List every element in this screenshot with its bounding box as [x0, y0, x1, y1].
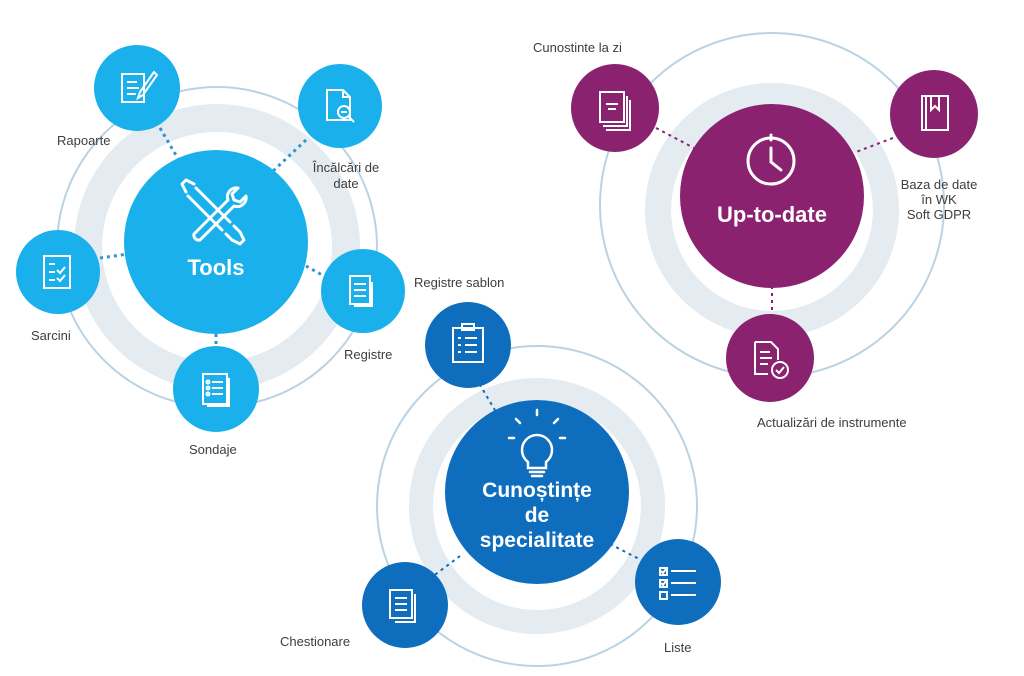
tools-sat-sondaje	[173, 346, 259, 432]
label-liste: Liste	[664, 640, 692, 655]
tools-icon	[180, 178, 248, 246]
tools-sat-sarcini	[16, 230, 100, 314]
tools-connectors	[99, 127, 325, 352]
expertise-cluster	[362, 302, 721, 667]
expertise-band	[409, 378, 665, 634]
clipboard-list-icon	[452, 323, 484, 363]
uptodate-sat-cunostinte	[571, 64, 659, 152]
label-chestionare: Chestionare	[280, 634, 351, 649]
expertise-title-line: de	[524, 504, 550, 527]
tools-sat-registre	[321, 249, 405, 333]
tools-sat-rapoarte	[94, 45, 180, 131]
label-baza-de-date: Baza de date în WK Soft GDPR	[900, 177, 978, 222]
survey-list-icon	[202, 373, 230, 407]
uptodate-sat-actualizari	[726, 314, 814, 402]
uptodate-cluster	[571, 32, 978, 402]
label-actualizari: Actualizări de instrumente	[757, 415, 907, 430]
report-edit-icon	[121, 70, 159, 103]
checklist-icon	[659, 567, 696, 600]
label-incalcari: Încălcări de date	[312, 160, 380, 191]
uptodate-hub	[680, 104, 864, 288]
expertise-hub	[445, 400, 629, 584]
expertise-title-line: specialitate	[479, 529, 595, 552]
expertise-hub-title: Cunoștințe de specialitate	[452, 478, 622, 553]
label-registre: Registre	[344, 347, 393, 362]
label-sarcini: Sarcini	[31, 328, 71, 343]
tools-cluster	[16, 45, 405, 432]
tools-sat-incalcari	[298, 64, 382, 148]
tools-hub	[124, 150, 308, 334]
label-rapoarte: Rapoarte	[57, 133, 111, 148]
register-icon	[349, 275, 373, 307]
book-icon	[921, 95, 949, 131]
clock-icon	[746, 133, 796, 186]
expertise-sat-sablon	[425, 302, 511, 388]
document-search-icon	[326, 89, 355, 123]
uptodate-hub-title: Up-to-date	[717, 202, 827, 227]
task-checklist-icon	[43, 255, 71, 289]
expertise-title-line: Cunoștințe	[482, 479, 592, 502]
expertise-sat-liste	[635, 539, 721, 625]
expertise-ring	[376, 345, 698, 667]
tools-hub-title: Tools	[187, 255, 245, 280]
expertise-sat-chestionare	[362, 562, 448, 648]
uptodate-sat-baza	[890, 70, 978, 158]
document-copy-icon	[389, 589, 416, 623]
label-sondaje: Sondaje	[189, 442, 237, 457]
label-cunostinte-la-zi: Cunostinte la zi	[533, 40, 622, 55]
lightbulb-icon	[507, 408, 567, 478]
label-registre-sablon: Registre sablon	[414, 275, 505, 290]
document-check-icon	[754, 341, 789, 379]
documents-stack-icon	[599, 91, 631, 131]
